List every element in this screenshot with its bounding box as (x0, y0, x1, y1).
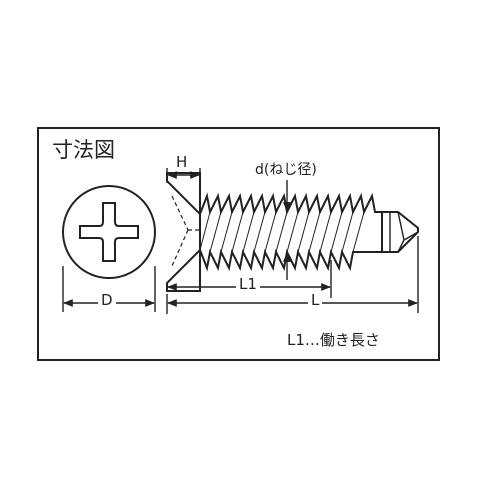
working-length-note: L1…働き長さ (287, 331, 380, 349)
phillips-cross (79, 202, 139, 262)
screw-side-view (166, 172, 419, 292)
head-top-view (62, 185, 156, 279)
label-total-length: L (308, 293, 323, 308)
thread-teeth-bottom (199, 248, 382, 272)
diagram-title: 寸法図 (52, 138, 115, 162)
thread-teeth-top (199, 192, 382, 216)
label-thread-diameter: d(ねじ径) (255, 162, 317, 178)
screw-head (166, 172, 201, 292)
dimension-h (166, 168, 201, 183)
diagram-frame (37, 127, 440, 361)
label-head-diameter: D (98, 293, 116, 308)
label-working-length: L1 (236, 277, 260, 292)
label-head-height: H (176, 153, 188, 171)
dimension-l (167, 236, 419, 313)
